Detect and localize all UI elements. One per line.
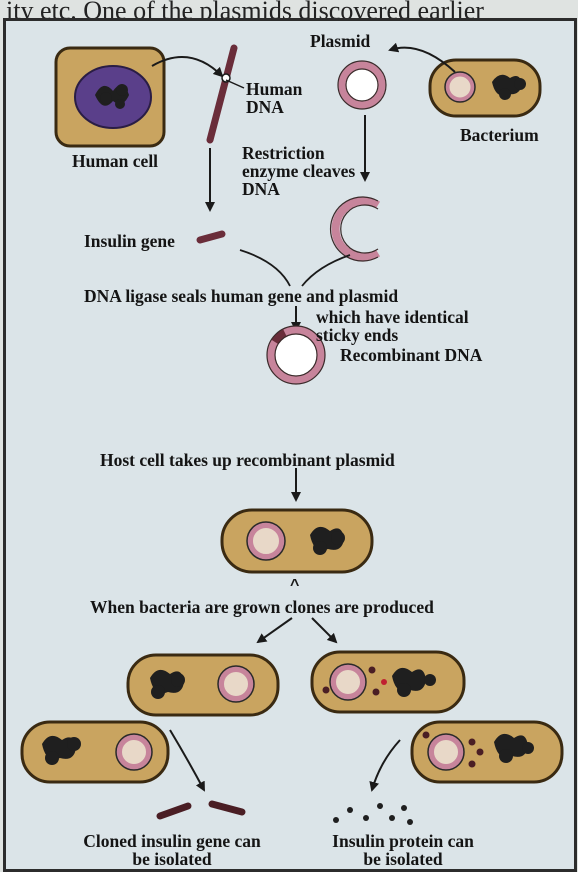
clone-left-2 [22, 722, 168, 782]
caret-mark: ^ [290, 577, 299, 594]
label-insulin-gene: Insulin gene [84, 232, 175, 250]
arrow-branch-right [312, 618, 336, 642]
bacterium-top [430, 60, 540, 116]
label-plasmid: Plasmid [310, 32, 370, 50]
isolated-gene-fragments [160, 804, 242, 816]
join-line-plasmid [302, 255, 350, 286]
clone-left-1 [128, 655, 278, 715]
plasmid-ring [338, 61, 386, 109]
label-host-cell: Host cell takes up recombinant plasmid [100, 451, 395, 469]
human-dna-strand [210, 48, 244, 140]
join-line-gene [240, 250, 290, 286]
label-sticky-ends: which have identical sticky ends [316, 308, 516, 344]
label-clones: When bacteria are grown clones are produ… [90, 598, 434, 616]
label-restriction-enzyme: Restriction enzyme cleaves DNA [242, 144, 372, 198]
label-insulin-protein: Insulin protein can be isolated [328, 832, 478, 868]
label-human-dna: Human DNA [246, 80, 300, 116]
clone-right-1 [312, 652, 464, 712]
arrow-isolate-gene [170, 730, 204, 790]
label-human-cell: Human cell [72, 152, 158, 170]
clone-right-2 [412, 722, 562, 782]
label-dna-ligase: DNA ligase seals human gene and plasmid [84, 287, 398, 305]
host-bacterium [222, 510, 372, 572]
arrow-isolate-protein [372, 740, 400, 790]
arrow-branch-left [258, 618, 292, 642]
cut-plasmid [331, 197, 378, 261]
human-cell [56, 48, 164, 146]
label-bacterium: Bacterium [460, 126, 539, 144]
label-cloned-gene: Cloned insulin gene can be isolated [82, 832, 262, 868]
insulin-gene-segment [200, 234, 222, 240]
label-recombinant-dna: Recombinant DNA [340, 346, 482, 364]
insulin-protein-dots [333, 803, 413, 825]
